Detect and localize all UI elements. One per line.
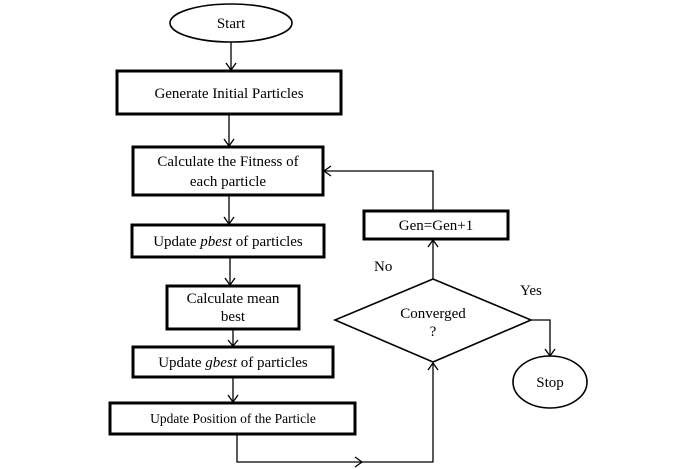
arrowhead-pbest-mean [224,277,236,287]
arrow-position-converged [236,363,434,463]
update-gbest-pre: Update [158,355,205,371]
arrowhead-converged-gen [427,238,439,248]
update-position-box [108,401,357,436]
update-pbest-box [130,223,326,259]
stop-label: Stop [536,375,564,391]
update-pbest-em: pbest [199,234,232,250]
arrowhead-gen-fitness [322,165,332,177]
arrowhead-converged-stop [544,348,556,358]
fitness-box [131,145,325,197]
fitness-label-line2: each particle [190,174,267,190]
arrowhead-mean-gbest [227,339,239,348]
arrowhead-position-mid [354,456,364,468]
gen-increment-label: Gen=Gen+1 [399,218,473,234]
update-gbest-label: Update gbest of particles [158,355,308,371]
connectors [223,42,556,468]
converged-label-line2: ? [430,324,437,340]
arrowhead-generate-fitness [223,138,235,148]
fitness-label-line1: Calculate the Fitness of [157,154,298,170]
arrow-converged-stop [531,319,551,356]
generate-particles-box [115,69,343,116]
converged-label-line1: Converged [400,306,466,322]
update-position-label: Update Position of the Particle [150,411,316,426]
update-pbest-label: Update pbest of particles [153,234,303,250]
mean-best-label-line2: best [221,309,246,325]
gen-increment-box [362,209,510,241]
arrowhead-start-generate [225,62,237,72]
generate-particles-label: Generate Initial Particles [154,86,303,102]
mean-best-label-line1: Calculate mean [187,291,280,307]
arrowhead-gbest-position [227,394,239,404]
update-pbest-pre: Update [153,234,200,250]
update-gbest-post: of particles [237,355,308,371]
no-edge-label: No [374,259,392,275]
arrowhead-position-converged [427,361,439,371]
start-label: Start [217,16,246,32]
update-gbest-em: gbest [205,355,237,371]
arrow-gen-fitness [324,170,434,211]
mean-best-box [165,284,301,331]
yes-edge-label: Yes [520,283,542,299]
arrowhead-fitness-pbest [223,216,235,226]
update-pbest-post: of particles [232,234,303,250]
